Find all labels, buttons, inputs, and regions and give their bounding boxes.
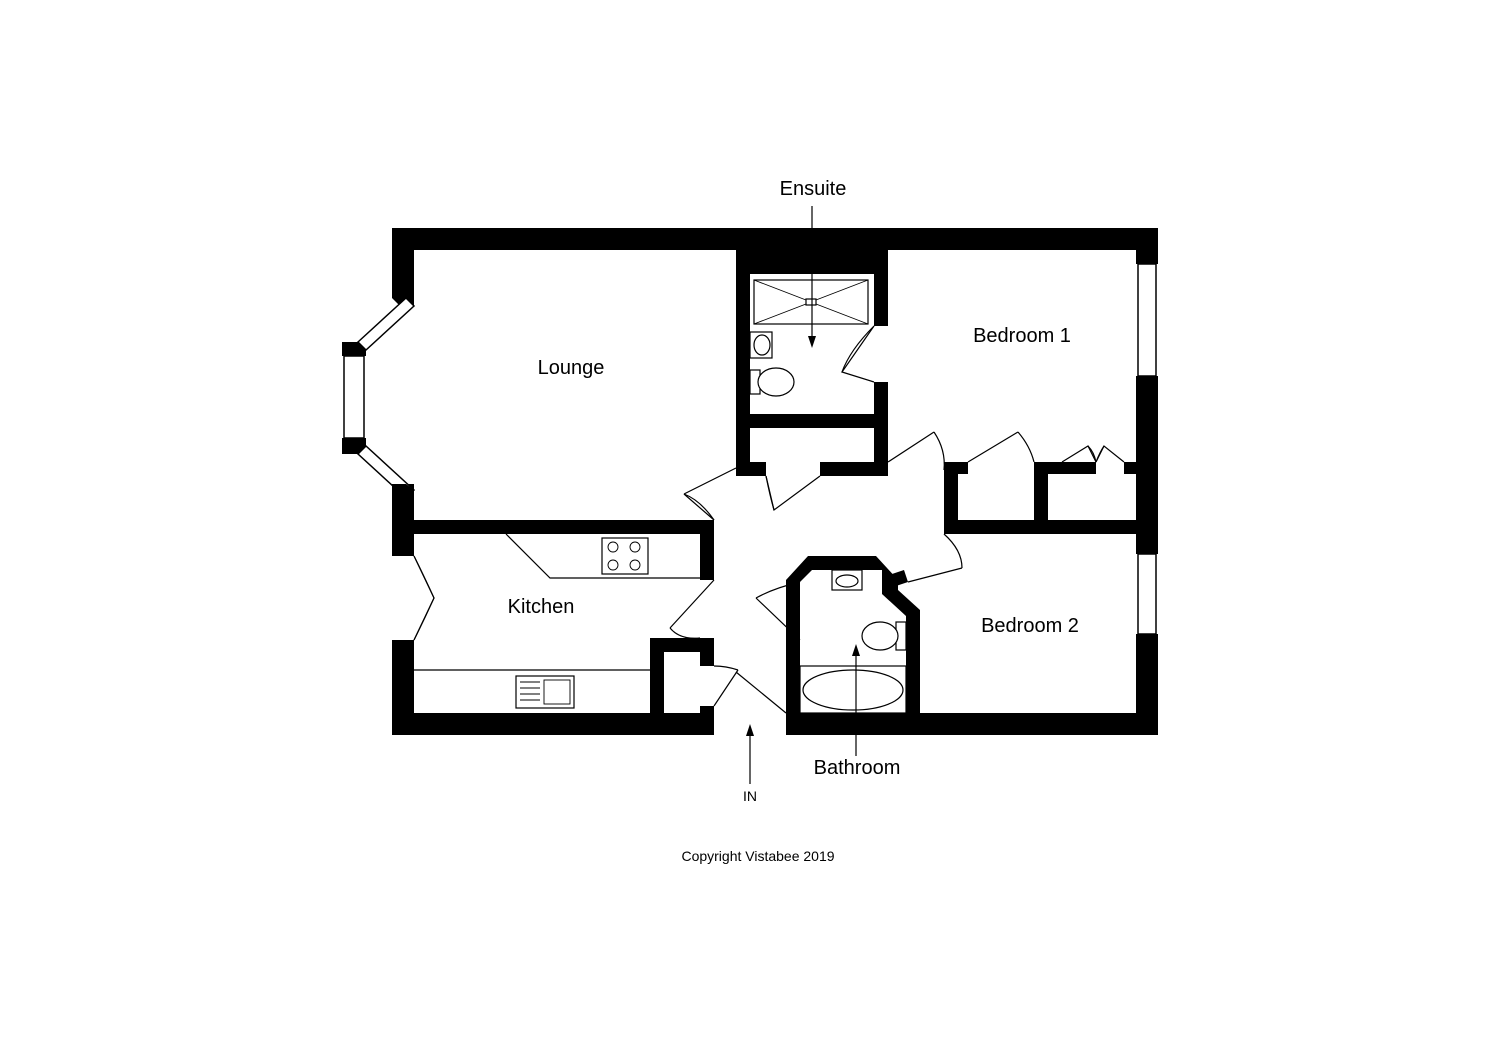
room-label-bedroom-2: Bedroom 2 [981,615,1079,637]
kitchen-fixtures [414,533,700,709]
doors [669,325,1125,714]
room-label-bathroom: Bathroom [814,757,901,779]
ensuite-fixtures [749,279,869,397]
bathroom-fixtures [799,569,907,714]
outer-walls [392,228,1158,735]
room-label-kitchen: Kitchen [508,596,575,618]
kitchen-side-door [413,555,435,641]
bedroom-windows [1137,263,1157,635]
room-label-lounge: Lounge [538,357,605,379]
annotation-arrows [746,206,860,784]
copyright-text: Copyright Vistabee 2019 [681,848,834,864]
entrance-label: IN [743,788,757,804]
room-label-ensuite: Ensuite [780,178,847,200]
internal-walls [392,228,1158,735]
lounge-bay-window [342,296,416,500]
room-label-bedroom-1: Bedroom 1 [973,325,1071,347]
